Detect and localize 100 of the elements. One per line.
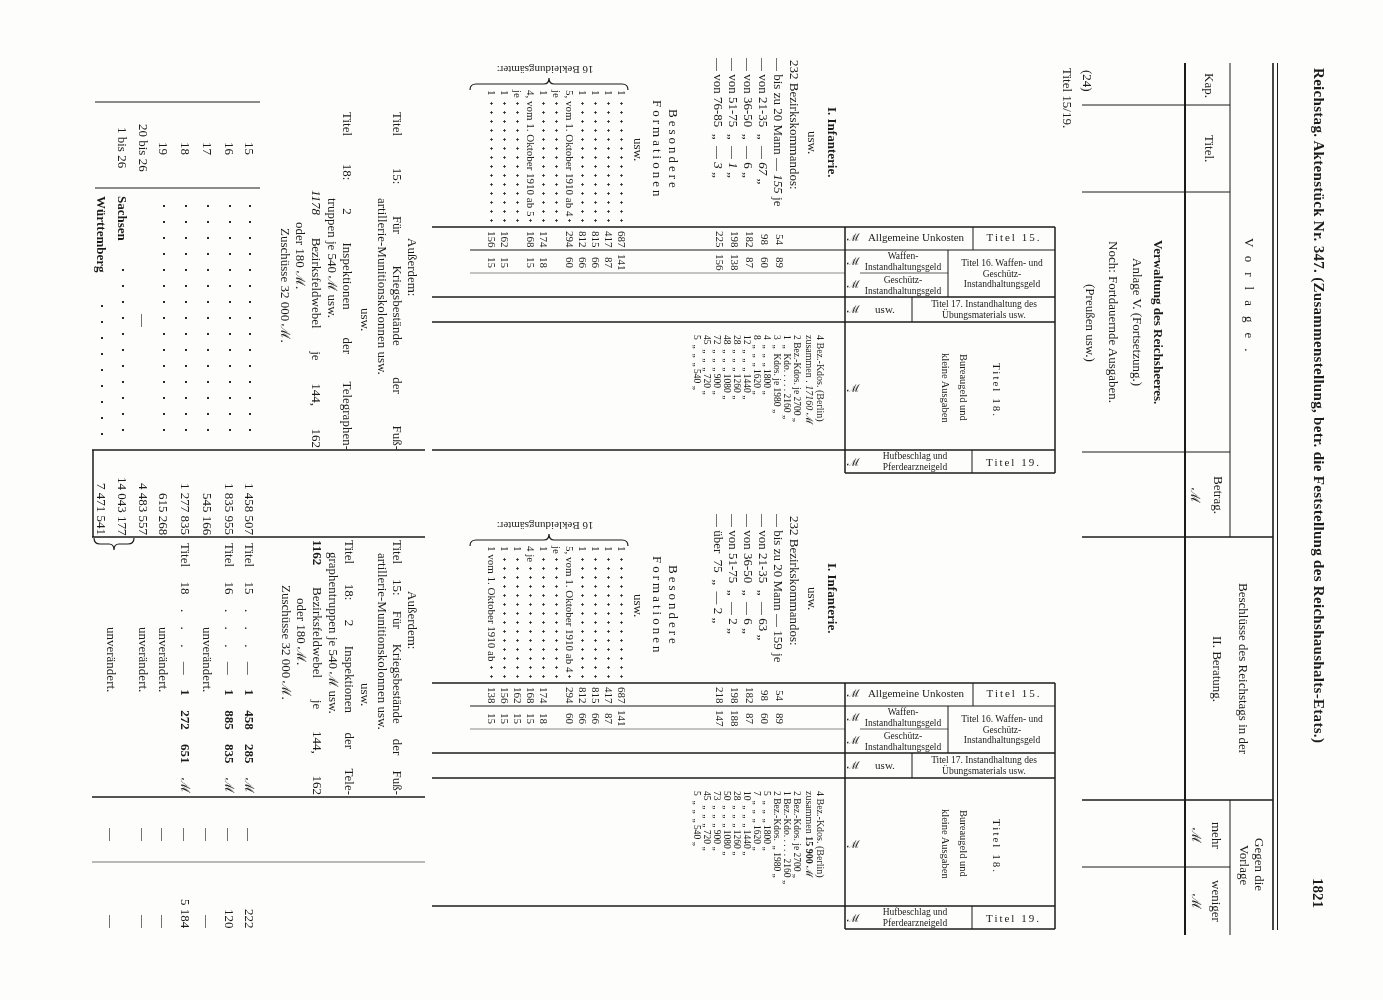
cell-value: unverändert. bbox=[136, 626, 151, 695]
column-header: weniger bbox=[1209, 879, 1224, 924]
row-label: 20 bis 26 bbox=[136, 123, 151, 174]
row-label: 16 bbox=[222, 140, 237, 157]
cell-value: 198 bbox=[728, 229, 741, 249]
cell-value: 60 bbox=[758, 255, 771, 270]
table-text: usw. bbox=[805, 585, 820, 613]
cell-value: unverändert. bbox=[104, 626, 119, 695]
cell-value: 98 bbox=[758, 232, 771, 247]
column-header: Allgemeine Unkosten bbox=[866, 231, 966, 244]
section-heading: I. Infanterie. bbox=[825, 106, 840, 180]
note-text: 1162 Bezirksfeldwebel je 144, 162 bbox=[310, 540, 325, 795]
table-text: 48 „ „ „ 1080 „ bbox=[722, 335, 732, 402]
note-text: Titel 18: 2 Inspektionen der Telegraphen- bbox=[340, 112, 355, 450]
table-text: 4 „ „ „ 1800 „ bbox=[762, 335, 772, 397]
table-text: 10 „ „ „ 1440 „ bbox=[742, 791, 752, 858]
currency-sign: ℳ bbox=[847, 231, 860, 244]
table-text: 12 „ „ „ 1440 „ bbox=[742, 335, 752, 402]
column-header: Titel 18. bbox=[990, 817, 1003, 876]
cell-value: 138 bbox=[485, 685, 498, 705]
cell-value: 66 bbox=[589, 255, 602, 270]
note-text: truppen je 540 ℳ usw. bbox=[325, 198, 340, 320]
cell-value: 812 bbox=[576, 685, 589, 705]
row-label: 4 je bbox=[524, 546, 537, 681]
note-text: Titel 15: Für Kriegsbestände der Fuß- bbox=[390, 540, 405, 795]
table-text: 5 „ „ „ 540 „ bbox=[692, 335, 702, 391]
row-label: 1 bis 26 bbox=[115, 126, 130, 171]
table-text: usw. bbox=[805, 129, 820, 157]
column-header: Beschlüsse des Reichstags in der bbox=[1236, 582, 1251, 757]
cell-value: — bbox=[136, 826, 151, 843]
cell-value: 7 471 541 bbox=[94, 482, 109, 535]
cell-value: unverändert. bbox=[156, 626, 171, 695]
page-number: 1821 bbox=[1309, 878, 1327, 910]
column-header: usw. bbox=[874, 303, 896, 316]
table-text: — über 75 „ — 2 „ bbox=[711, 514, 726, 626]
cell-value: 87 bbox=[602, 711, 615, 726]
cell-value: 615 268 bbox=[156, 491, 171, 535]
column-header: Titel 18. bbox=[990, 361, 1003, 420]
cell-value: — bbox=[136, 914, 151, 928]
column-header: Hufbeschlag und Pferdearzneigeld bbox=[881, 907, 949, 928]
currency-sign: ℳ bbox=[1189, 826, 1204, 845]
table-text: 1 Bez.-Kdo. . . . . 2160 „ bbox=[782, 791, 792, 887]
cell-value: 156 bbox=[485, 229, 498, 249]
note-text: 1178 Bezirksfeldwebel je 144, 162 bbox=[309, 190, 324, 448]
cell-value: 687 bbox=[615, 685, 628, 705]
cell-value: Titel 16 . . . — 1 885 835 ℳ bbox=[222, 543, 237, 793]
note-text: artillerie-Munitionskolonnen usw. bbox=[375, 553, 390, 732]
currency-sign: ℳ bbox=[847, 278, 860, 291]
cell-value: 156 bbox=[498, 685, 511, 705]
cell-value: 1 835 955 bbox=[222, 482, 237, 535]
column-header: II. Beratung. bbox=[1210, 634, 1225, 705]
row-label: 5, vom 1. Oktober 1910 ab 4 je bbox=[550, 90, 576, 225]
cell-value: 168 bbox=[524, 685, 537, 705]
cell-value: 4 483 557 bbox=[136, 482, 151, 535]
cell-value: 18 bbox=[537, 255, 550, 270]
table-text: — von 51-75 „ — 2 „ bbox=[726, 514, 741, 636]
column-header: Waffen-Instandhaltungsgeld bbox=[863, 251, 943, 272]
cell-value: 15 bbox=[524, 255, 537, 270]
column-header: Vorlage. bbox=[1242, 237, 1257, 364]
section-heading: Noch: Fortdauernde Ausgaben. bbox=[1106, 240, 1121, 406]
cell-value: 147 bbox=[713, 708, 726, 728]
cell-value: 87 bbox=[743, 711, 756, 726]
cell-value: 15 bbox=[498, 255, 511, 270]
row-label: 1 vom 1. Oktober 1910 ab bbox=[485, 546, 498, 681]
cell-value: 182 bbox=[743, 685, 756, 705]
note-text: graphentruppen je 540 ℳ usw. bbox=[326, 552, 341, 716]
column-header: Bureaugeld und kleine Ausgaben bbox=[939, 351, 970, 425]
cell-value: 294 bbox=[563, 685, 576, 705]
note-text: Titel 15: Für Kriegsbestände der Fuß- bbox=[390, 112, 405, 450]
group-label: 16 Bekleidungsämter: bbox=[495, 63, 595, 76]
column-header: Betrag. bbox=[1211, 475, 1226, 516]
cell-value: 156 bbox=[713, 252, 726, 272]
column-header: Titel 17. Instandhaltung des Übungsmaterials usw. bbox=[930, 755, 1038, 776]
cell-value: — bbox=[136, 312, 151, 328]
table-text: 2 Bez.-Kdos. je 2700 „ bbox=[792, 335, 802, 425]
column-header: Titel 16. Waffen- und Geschütz-Instandhaltungsgeld bbox=[960, 258, 1044, 290]
row-label: Sachsen bbox=[115, 196, 130, 243]
cell-value: 815 bbox=[589, 229, 602, 249]
row-label: 1 bbox=[537, 546, 550, 681]
section-heading: Titel 15/19. bbox=[1060, 68, 1075, 131]
row-label: 5, vom 1. Oktober 1910 ab 4 je bbox=[550, 546, 576, 681]
row-label: 1 bbox=[537, 90, 550, 225]
group-label: 16 Bekleidungsämter: bbox=[495, 519, 595, 532]
row-label: 1 bbox=[602, 90, 615, 225]
cell-value: — bbox=[222, 826, 237, 843]
cell-value: 15 bbox=[511, 711, 524, 726]
table-text: Formationen bbox=[650, 555, 665, 658]
note-text: oder 180 ℳ. bbox=[293, 222, 308, 292]
column-header: Titel 17. Instandhaltung des Übungsmaterials usw. bbox=[930, 299, 1038, 320]
column-header: mehr bbox=[1209, 820, 1224, 851]
table-text: 45 „ „ „ 720 „ bbox=[702, 791, 712, 853]
table-text: 7 „ „ „ 1620 „ bbox=[752, 791, 762, 853]
cell-value: 120 bbox=[222, 907, 237, 928]
cell-value: 141 bbox=[615, 708, 628, 728]
table-text: — von 36-50 „ — 6 „ bbox=[741, 58, 756, 180]
cell-value: 5 184 bbox=[178, 897, 193, 928]
row-label: 19 bbox=[156, 140, 171, 157]
table-text: 3 „ Kdos. je 1980 „ bbox=[772, 335, 782, 415]
cell-value: 417 bbox=[602, 229, 615, 249]
note-text: usw. bbox=[358, 682, 373, 709]
